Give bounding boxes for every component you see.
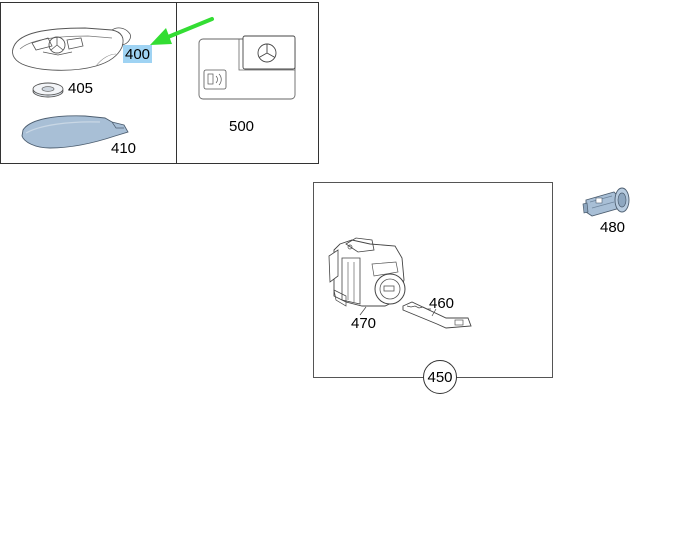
part-label-405[interactable]: 405	[68, 80, 94, 97]
part-label-450[interactable]: 450	[423, 360, 457, 394]
part-label-500[interactable]: 500	[229, 118, 255, 135]
key-shell-drawing	[21, 115, 129, 149]
lock-cylinder-drawing	[582, 187, 630, 217]
key-fob-drawing	[12, 27, 131, 71]
part-label-410[interactable]: 410	[111, 140, 137, 157]
top-panel-frame	[0, 2, 319, 164]
key-blade-drawing	[402, 301, 472, 329]
leader-line-460	[431, 308, 437, 317]
part-label-480[interactable]: 480	[600, 219, 626, 236]
green-arrow-icon	[150, 17, 214, 45]
part-label-470[interactable]: 470	[351, 315, 377, 332]
part-label-460[interactable]: 460	[429, 295, 455, 312]
part-label-400[interactable]: 400	[123, 45, 153, 63]
ignition-switch-drawing	[328, 237, 406, 307]
card-drawing	[198, 35, 296, 100]
leader-line-470	[359, 306, 367, 316]
battery-drawing	[32, 82, 64, 98]
